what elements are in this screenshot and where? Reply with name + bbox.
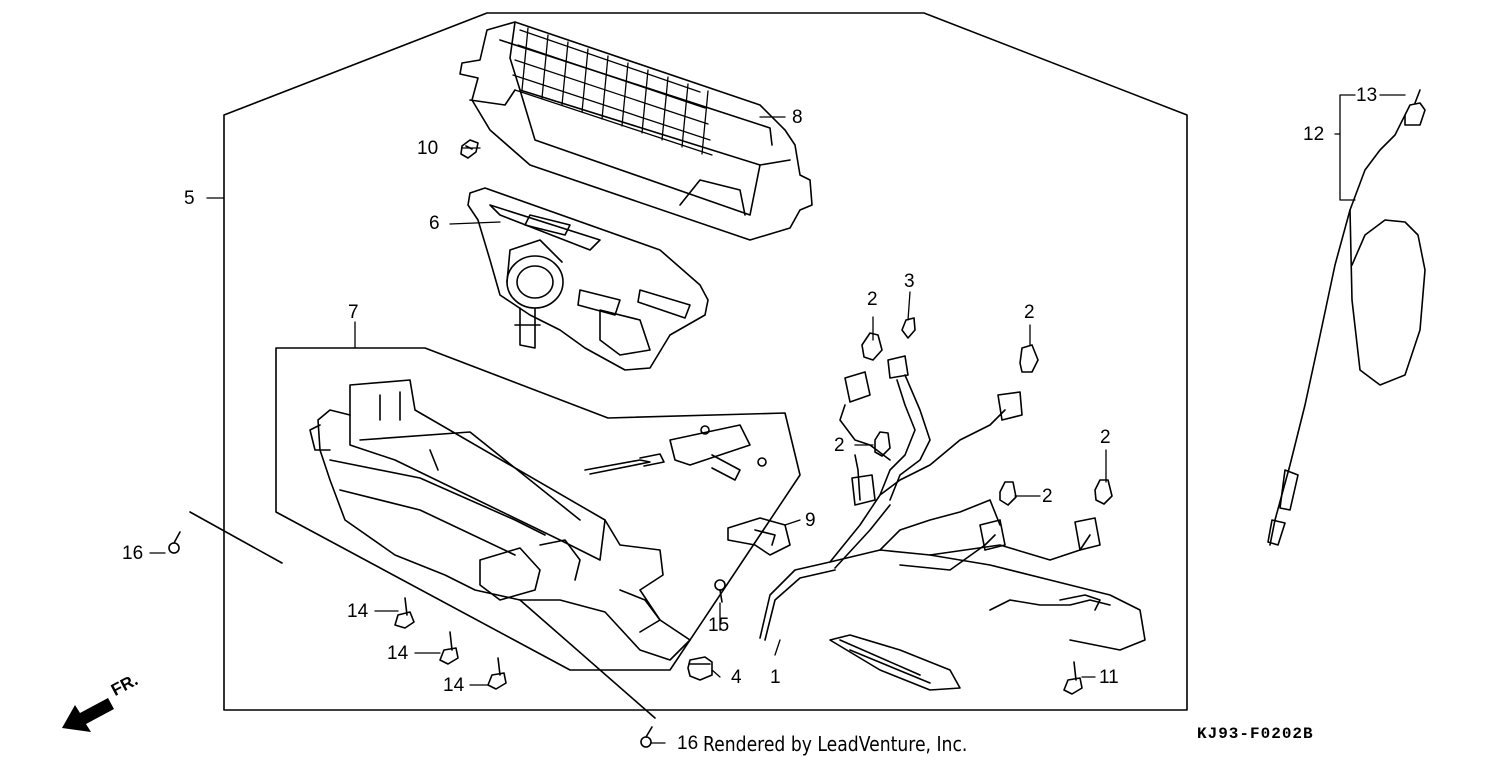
leader-16b	[519, 599, 656, 719]
meter-case	[309, 379, 691, 661]
callout-2b: 2	[1024, 302, 1035, 323]
grommet	[687, 656, 713, 681]
trip-knob-parts	[584, 424, 767, 481]
meter-cover	[459, 21, 813, 241]
callout-15: 15	[708, 615, 730, 636]
callout-3: 3	[904, 271, 915, 292]
callout-2c: 2	[834, 435, 845, 456]
callout-5: 5	[184, 188, 195, 209]
screws-16	[168, 531, 653, 748]
callout-12: 12	[1303, 124, 1325, 145]
screw-11	[1063, 661, 1083, 695]
callout-16b: 16	[677, 733, 699, 754]
callout-16a: 16	[122, 543, 144, 564]
speedometer-cable	[1267, 89, 1426, 546]
callout-2e: 2	[1100, 427, 1111, 448]
callout-11: 11	[1099, 667, 1119, 688]
callout-9: 9	[805, 510, 816, 531]
credit-text: Rendered by LeadVenture, Inc.	[703, 732, 968, 756]
screws-14	[394, 597, 507, 690]
callout-14a: 14	[347, 601, 369, 622]
callout-7: 7	[348, 302, 359, 323]
callout-leaders	[149, 94, 1406, 744]
bulb-sockets	[844, 355, 1101, 551]
callout-10: 10	[417, 138, 439, 159]
callout-14c: 14	[443, 675, 465, 696]
wire-harness	[759, 374, 1146, 691]
bulbs	[861, 317, 1113, 506]
speedometer-unit	[467, 187, 709, 371]
callout-8: 8	[792, 107, 803, 128]
assembly-boundary	[223, 12, 1188, 711]
callout-4: 4	[731, 667, 742, 688]
small-clip	[460, 139, 479, 159]
callout-14b: 14	[387, 643, 409, 664]
callout-2d: 2	[1042, 486, 1053, 507]
callout-6: 6	[429, 213, 440, 234]
callout-2a: 2	[867, 289, 878, 310]
front-arrow-icon	[62, 698, 114, 732]
cable-clamp	[727, 517, 791, 556]
diagram-code: KJ93-F0202B	[1197, 725, 1314, 743]
screw-15	[714, 579, 726, 603]
callout-13: 13	[1356, 85, 1378, 106]
case-boundary	[275, 347, 801, 671]
callout-1: 1	[770, 667, 781, 688]
leader-16a	[189, 511, 283, 564]
